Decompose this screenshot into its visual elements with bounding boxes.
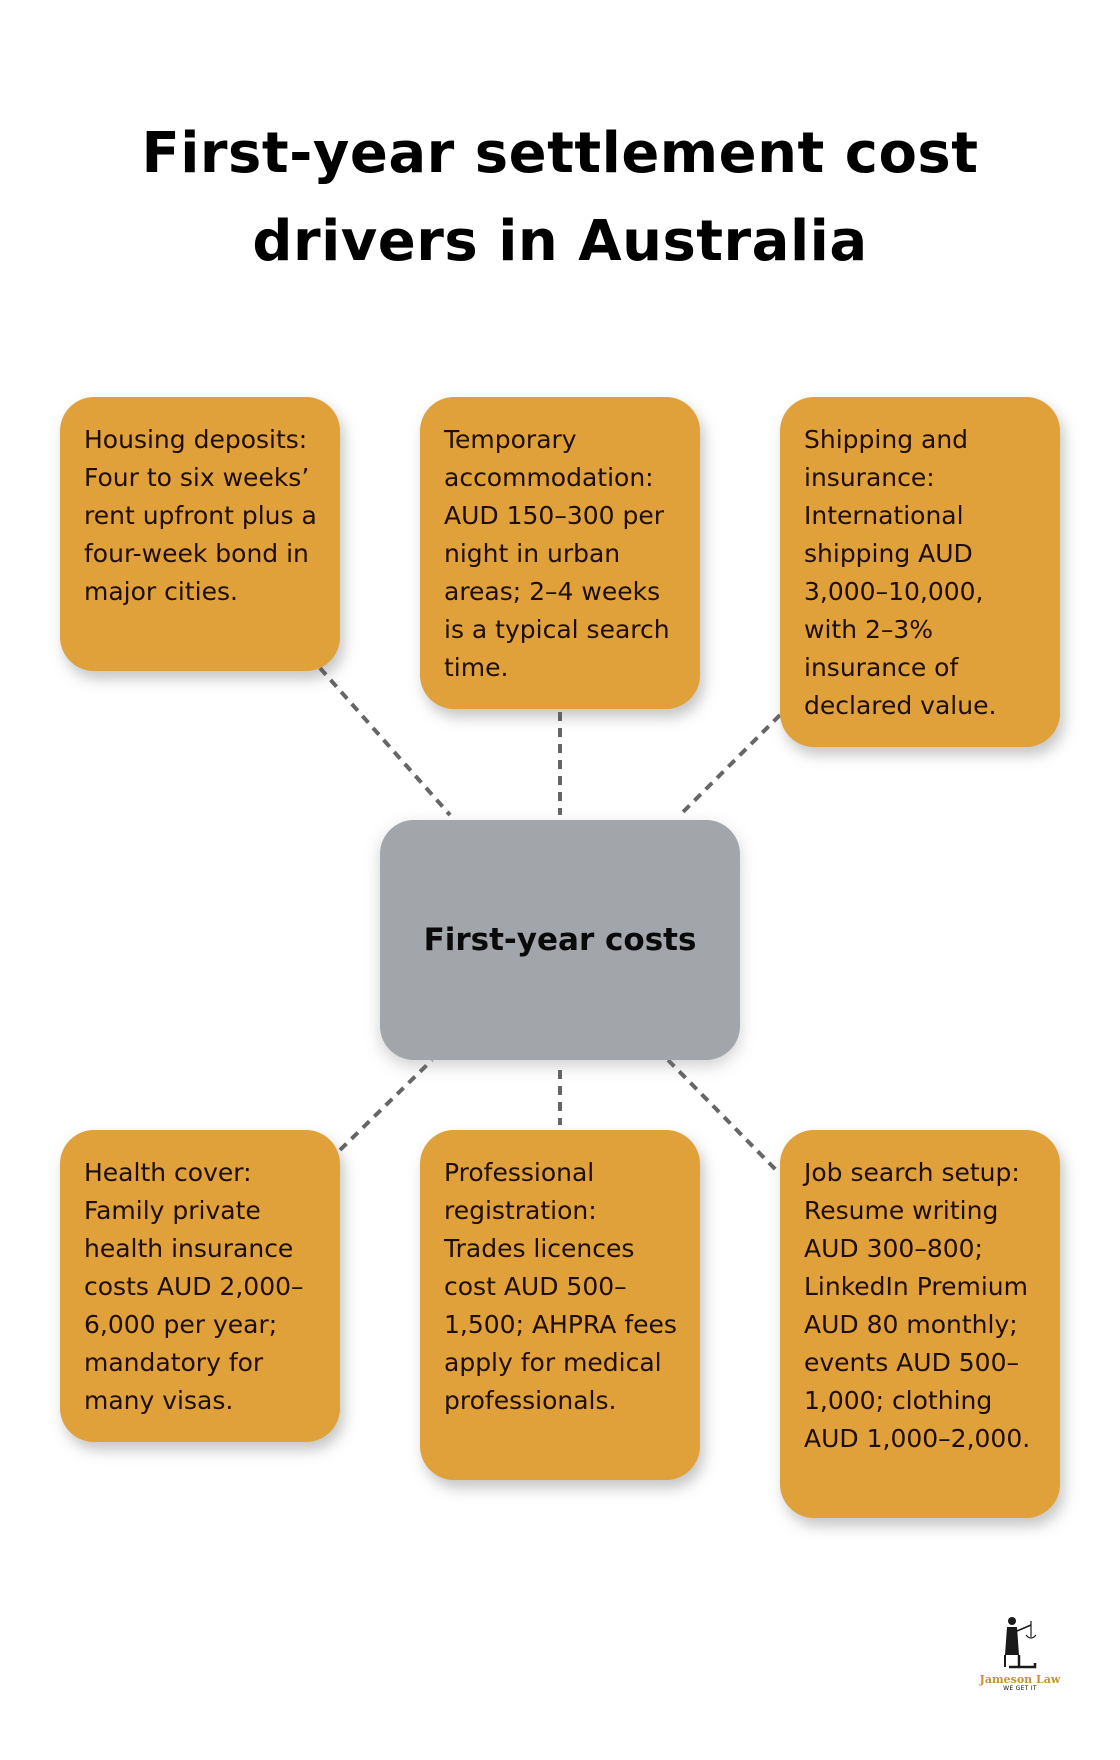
title-line-1: First-year settlement cost bbox=[141, 121, 979, 186]
title-line-2: drivers in Australia bbox=[252, 209, 868, 274]
connector-shipping bbox=[678, 713, 782, 817]
company-logo: Jameson Law WE GET IT bbox=[975, 1615, 1065, 1695]
connector-health bbox=[338, 1058, 434, 1152]
node-job-search-setup: Job search setup: Resume writing AUD 300… bbox=[780, 1130, 1060, 1518]
node-temporary-accommodation: Temporary accommodation: AUD 150–300 per… bbox=[420, 397, 700, 709]
node-text: Housing deposits: Four to six weeks’ ren… bbox=[84, 425, 317, 606]
node-text: Health cover: Family private health insu… bbox=[84, 1158, 304, 1415]
connector-jobsearch bbox=[666, 1058, 780, 1174]
logo-tagline: WE GET IT bbox=[1003, 1685, 1037, 1692]
page-title: First-year settlement cost drivers in Au… bbox=[0, 110, 1120, 286]
scales-of-justice-icon bbox=[1004, 1617, 1037, 1669]
node-text: Shipping and insurance: International sh… bbox=[804, 425, 997, 720]
logo-name: Jameson Law bbox=[979, 1673, 1061, 1686]
center-node: First-year costs bbox=[380, 820, 740, 1060]
node-shipping-insurance: Shipping and insurance: International sh… bbox=[780, 397, 1060, 747]
node-text: Professional registration: Trades licenc… bbox=[444, 1158, 677, 1415]
node-professional-registration: Professional registration: Trades licenc… bbox=[420, 1130, 700, 1480]
node-text: Temporary accommodation: AUD 150–300 per… bbox=[444, 425, 670, 682]
connector-housing bbox=[318, 666, 452, 817]
center-node-label: First-year costs bbox=[423, 922, 697, 958]
node-text: Job search setup: Resume writing AUD 300… bbox=[804, 1158, 1031, 1453]
node-health-cover: Health cover: Family private health insu… bbox=[60, 1130, 340, 1442]
node-housing: Housing deposits: Four to six weeks’ ren… bbox=[60, 397, 340, 671]
